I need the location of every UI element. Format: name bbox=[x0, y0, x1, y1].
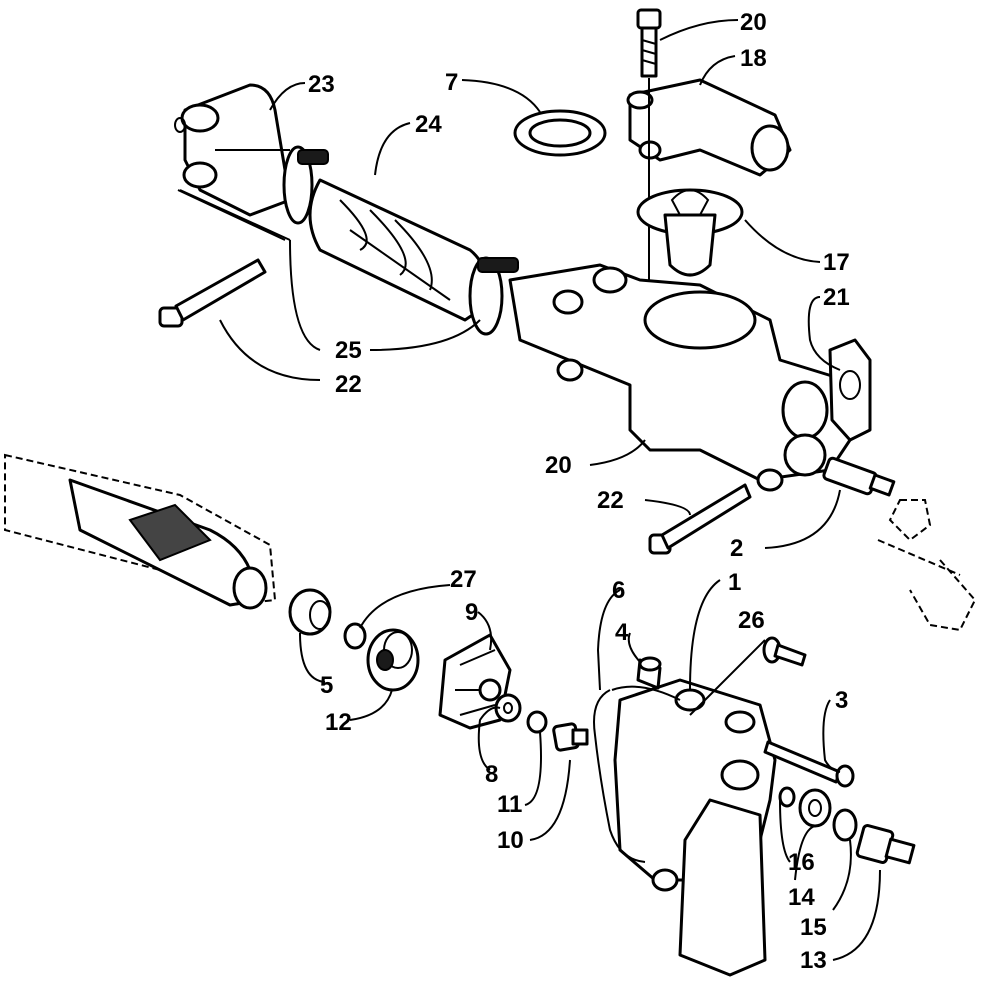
callout-4: 4 bbox=[615, 619, 629, 646]
washer-16 bbox=[798, 788, 832, 828]
bolt-3 bbox=[763, 740, 855, 788]
callout-11: 11 bbox=[497, 791, 522, 818]
callout-24: 24 bbox=[415, 111, 442, 138]
bearing-5 bbox=[288, 588, 332, 636]
callout-5: 5 bbox=[320, 672, 333, 699]
callout-22-upper: 22 bbox=[335, 371, 362, 398]
water-pump-housing-20 bbox=[508, 263, 852, 492]
dowel-pin-4 bbox=[636, 656, 662, 690]
hose-clamp-25-left bbox=[282, 145, 329, 225]
o-ring-6 bbox=[593, 685, 681, 863]
callout-2: 2 bbox=[730, 535, 743, 562]
screw-26 bbox=[689, 636, 807, 716]
drive-shaft-phantom bbox=[4, 453, 277, 610]
impeller-9 bbox=[438, 633, 512, 730]
callout-23: 23 bbox=[308, 71, 335, 98]
callout-6: 6 bbox=[612, 577, 625, 604]
leader-lines bbox=[219, 19, 881, 961]
outlet-elbow-23 bbox=[174, 83, 292, 217]
coolant-hose-24 bbox=[308, 178, 488, 322]
callout-20: 20 bbox=[545, 452, 572, 479]
callout-15: 15 bbox=[800, 914, 827, 941]
water-pump-cover-1 bbox=[613, 678, 777, 977]
hose-clamp-25-right bbox=[468, 256, 519, 336]
washer-14 bbox=[778, 786, 796, 808]
temperature-sensor-2 bbox=[822, 456, 977, 632]
callout-10: 10 bbox=[497, 827, 524, 854]
alignment-line bbox=[177, 189, 291, 241]
callout-16: 16 bbox=[788, 849, 815, 876]
callout-26: 26 bbox=[738, 607, 765, 634]
gasket-21 bbox=[828, 338, 872, 442]
callout-9: 9 bbox=[465, 599, 478, 626]
snap-ring-27 bbox=[343, 622, 367, 650]
bolt-10 bbox=[552, 722, 589, 752]
thermostat-gasket-7 bbox=[513, 109, 607, 157]
callout-14: 14 bbox=[788, 884, 815, 911]
bolt-22-upper bbox=[158, 258, 267, 328]
callout-18: 18 bbox=[740, 45, 767, 72]
thermostat-housing-cover-18 bbox=[626, 78, 792, 177]
callout-7: 7 bbox=[445, 69, 458, 96]
callout-27: 27 bbox=[450, 566, 477, 593]
seal-12 bbox=[366, 628, 420, 692]
washer-11 bbox=[526, 710, 548, 734]
callout-8: 8 bbox=[485, 761, 498, 788]
callout-17: 17 bbox=[823, 249, 850, 276]
callout-22-lower: 22 bbox=[597, 487, 624, 514]
callout-labels: 20 18 23 7 24 17 21 25 22 20 22 2 27 9 6… bbox=[308, 9, 850, 974]
drain-plug-13 bbox=[855, 824, 916, 865]
callout-21: 21 bbox=[823, 284, 850, 311]
callout-1: 1 bbox=[728, 569, 741, 596]
callout-13: 13 bbox=[800, 947, 827, 974]
bolt-22-lower bbox=[648, 483, 752, 555]
callout-25: 25 bbox=[335, 337, 362, 364]
washer-15 bbox=[832, 808, 858, 842]
callout-12: 12 bbox=[325, 709, 352, 736]
callout-19: 20 bbox=[740, 9, 767, 36]
callout-3: 3 bbox=[835, 687, 848, 714]
thermostat-17 bbox=[636, 188, 744, 277]
